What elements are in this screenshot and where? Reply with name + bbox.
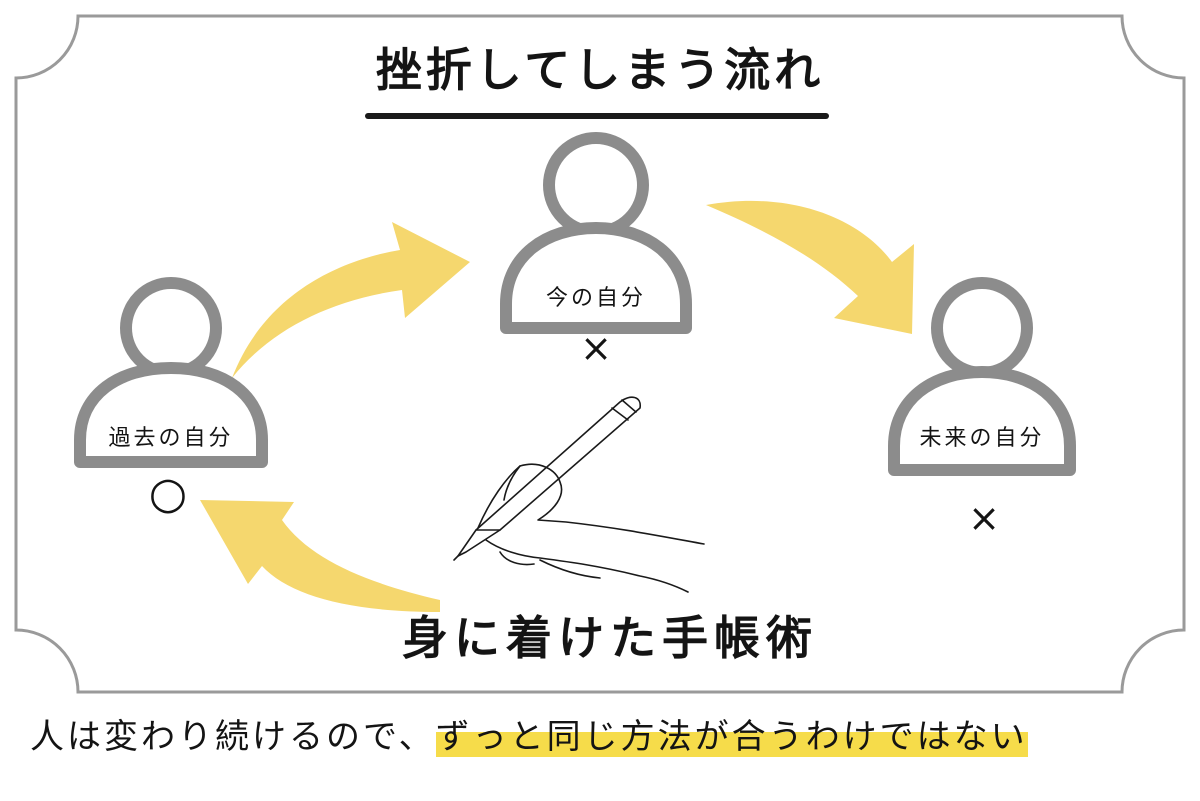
person-future-label: 未来の自分	[919, 426, 1045, 451]
person-past-head	[120, 277, 222, 379]
footer-highlighted-text: ずっと同じ方法が合うわけではない	[435, 717, 1028, 757]
future-cross-mark: ×	[968, 496, 1000, 540]
person-present-label: 今の自分	[545, 286, 646, 311]
present-cross-mark: ×	[580, 326, 612, 370]
person-past-body	[74, 362, 268, 468]
decorative-frame	[14, 14, 1186, 694]
person-past-label: 過去の自分	[108, 426, 234, 451]
footer-plain-text: 人は変わり続けるので、	[30, 717, 436, 757]
hand-icon	[477, 463, 705, 545]
person-future	[888, 277, 1076, 476]
method-label: 身に着けた手帳術	[402, 611, 818, 665]
footer-message: 人は変わり続けるので、ずっと同じ方法が合うわけではない	[30, 712, 1180, 762]
person-future-body	[888, 366, 1076, 476]
hand-writing-illustration	[453, 396, 705, 593]
person-future-head	[931, 277, 1033, 379]
person-present-head	[543, 132, 649, 238]
pen-icon	[457, 396, 641, 557]
diagram-title: 挫折してしまう流れ	[375, 43, 825, 97]
arrow-past-to-present	[232, 222, 470, 378]
person-present	[500, 132, 692, 334]
arrow-present-to-future	[706, 200, 914, 334]
arrow-method-to-past	[200, 500, 440, 612]
person-present-body	[500, 222, 692, 334]
past-circle-mark: ○	[148, 468, 188, 519]
person-past	[74, 277, 268, 468]
